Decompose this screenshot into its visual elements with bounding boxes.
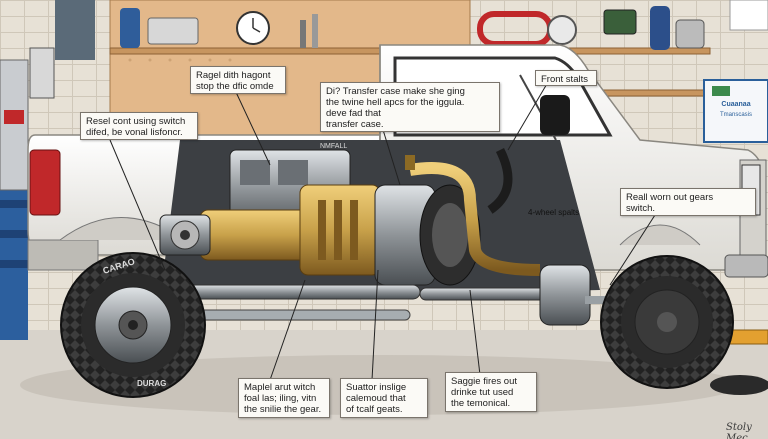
wall-sign-line1: Cuaanaa	[721, 101, 750, 108]
wall-calendar	[729, 0, 768, 31]
control-cabinet	[0, 59, 29, 191]
spray-can	[650, 6, 670, 50]
pressure-gauge	[547, 15, 577, 45]
blue-canister	[120, 8, 140, 48]
callout-bottom-left: Maplel arut witch foal las; iling, vitn …	[238, 378, 330, 418]
front-wheel	[600, 255, 734, 389]
callout-transfer-case: Di? Transfer case make she ging the twin…	[320, 82, 500, 132]
spare-tire	[710, 375, 768, 395]
tail-light	[29, 149, 61, 216]
gauge-box	[147, 17, 199, 45]
wall-control-box	[29, 47, 55, 99]
callout-left-upper: Resel cont using switch difed, be vonal …	[80, 112, 198, 140]
callout-top-center: Ragel dith hagont stop the dfic omde	[190, 66, 286, 94]
exhaust-pipe	[409, 162, 541, 276]
transfer-plate-label: NMFALL	[320, 143, 347, 150]
front-differential	[539, 264, 591, 326]
callout-bottom-center: Suattor inslige calemoud that of tcalf g…	[340, 378, 428, 418]
callout-front-stalts: Front stalts	[535, 70, 597, 86]
black-hose	[487, 147, 513, 214]
electrical-panel	[55, 0, 95, 60]
wall-sign-line2: Tmanscasis	[720, 112, 752, 118]
rear-tire-text-lower: DURAG	[137, 379, 166, 388]
rear-gear-assembly	[159, 214, 211, 256]
transmission-housing	[199, 209, 311, 261]
side-mirror	[540, 95, 570, 135]
artist-signature: Stoly Mec	[726, 422, 752, 439]
rear-wheel	[60, 252, 206, 398]
four-wheel-label: 4-wheel spalts	[528, 208, 579, 217]
callout-right-mid: Reall worn out gears switch.	[620, 188, 756, 216]
front-bumper	[724, 254, 768, 278]
multimeter	[603, 9, 637, 35]
callout-bottom-right: Saggie fires out drinke tut used the tem…	[445, 372, 537, 412]
callout-leaders	[109, 81, 656, 381]
